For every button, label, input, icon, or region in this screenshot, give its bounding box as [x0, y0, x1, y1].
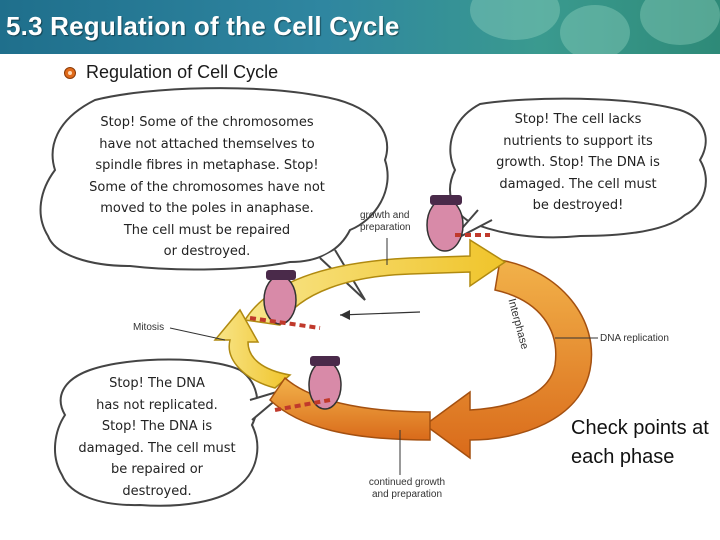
label-growth-preparation: growth and preparation	[360, 210, 411, 233]
arrowhead-icon	[340, 310, 350, 320]
leader-line	[169, 327, 226, 341]
title-bar: 5.3 Regulation of the Cell Cycle	[0, 0, 720, 54]
inner-arrow	[339, 311, 421, 316]
checkpoint-note: Check points at each phase	[571, 414, 711, 472]
label-mitosis: Mitosis	[133, 322, 165, 333]
mitosis-arrow	[213, 308, 292, 389]
bullet-icon	[64, 67, 76, 79]
label-continued-growth: continued growth and preparation	[368, 477, 446, 500]
label-dna-replication: DNA replication	[600, 333, 669, 344]
speech-bubble-top-right	[449, 97, 707, 239]
speech-bubble-top-left	[39, 87, 389, 271]
checkpoint-guard-icon	[426, 195, 490, 252]
slide-subtitle: Regulation of Cell Cycle	[86, 62, 279, 82]
checkpoint-guard-icon	[249, 270, 321, 330]
decorative-cell	[560, 5, 630, 54]
continued-growth-arrow	[269, 376, 431, 441]
page-title: 5.3 Regulation of the Cell Cycle	[6, 11, 400, 41]
checkpoint-guard-icon	[274, 356, 342, 412]
interphase-arrow	[423, 259, 593, 460]
